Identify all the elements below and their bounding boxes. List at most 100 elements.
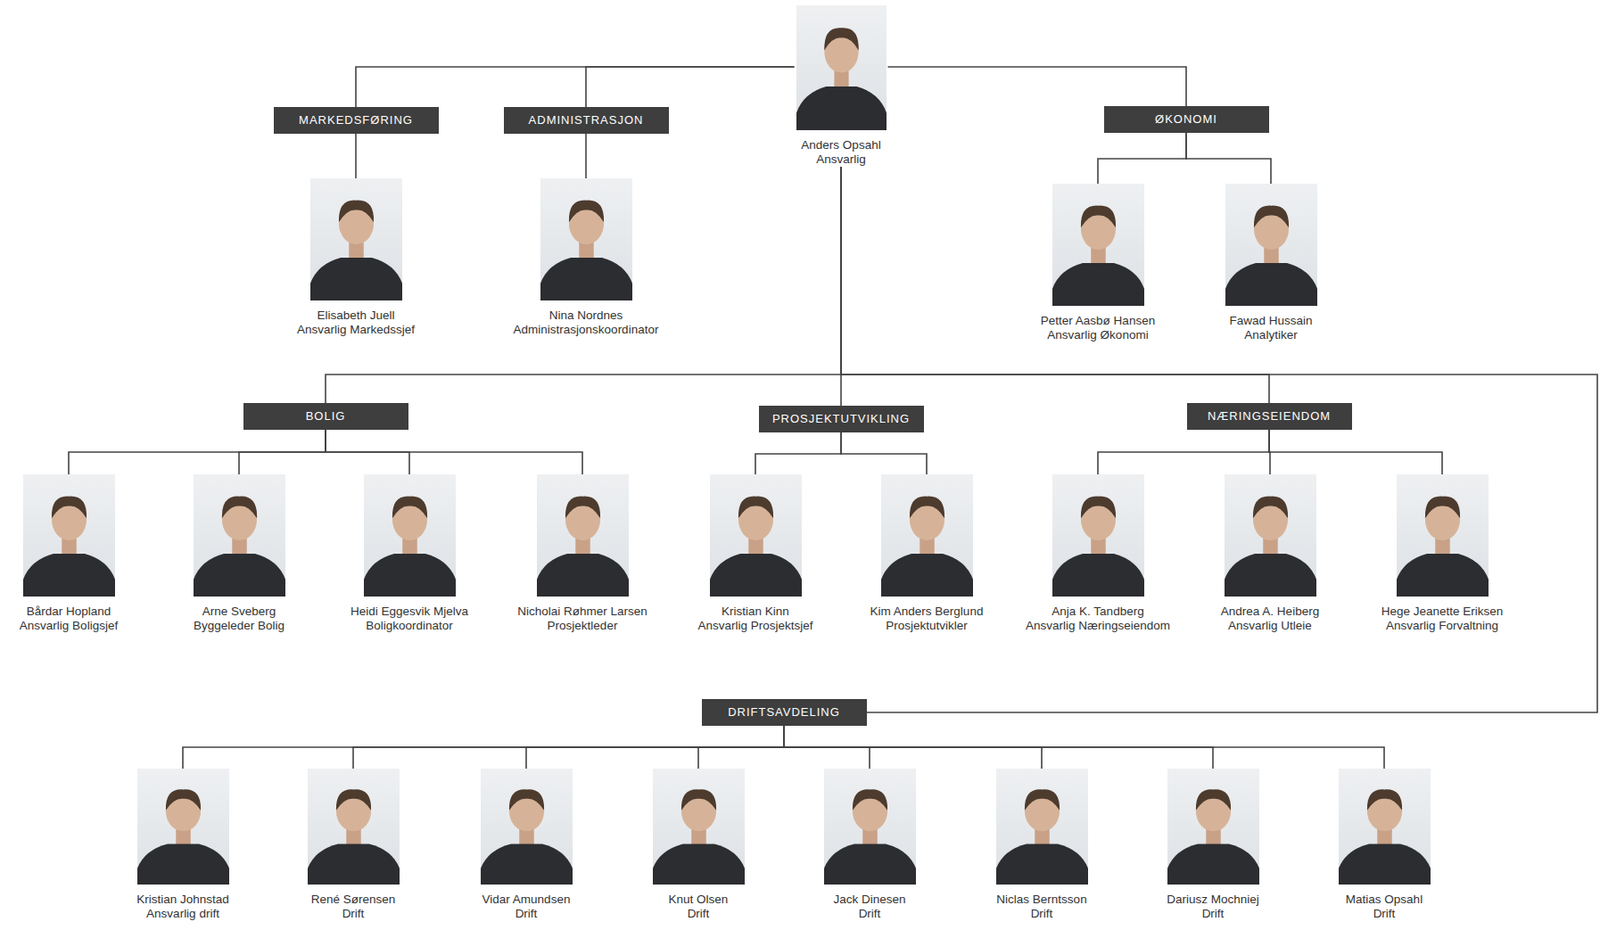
department-name: BOLIG [243, 403, 409, 430]
department-band: DRIFTSAVDELING [701, 699, 867, 726]
org-connector [841, 432, 927, 475]
employee-title: Ansvarlig Næringseiendom [1025, 618, 1171, 634]
employee-card: Kim Anders BerglundProsjektutvikler [868, 474, 986, 634]
portrait-ground [796, 5, 887, 131]
department-name: DRIFTSAVDELING [701, 699, 867, 726]
org-connector [585, 133, 587, 179]
portrait-hair [680, 789, 716, 810]
portrait-hair [335, 789, 371, 810]
employee-title: Drift [515, 907, 538, 922]
portrait-photo [1052, 474, 1145, 597]
portrait-hair [1253, 206, 1288, 229]
portrait-body [363, 553, 456, 597]
portrait-photo [310, 178, 403, 301]
portrait-photo [1052, 183, 1145, 306]
org-connector [1186, 132, 1271, 184]
portrait-photo [1167, 768, 1260, 885]
org-connector [783, 725, 1385, 769]
employee-title: Drift [687, 907, 710, 922]
employee-name: Heidi Eggesvik Mjelva [350, 604, 469, 619]
portrait-ground [1396, 474, 1489, 597]
org-connector [353, 725, 784, 769]
portrait-hair [908, 496, 944, 520]
employee-name: Jack Dinesen [832, 892, 906, 908]
org-connector [354, 133, 357, 179]
portrait-ground [709, 474, 802, 597]
portrait-ground [1052, 183, 1145, 306]
org-connector [841, 166, 1598, 713]
employee-card: Hege Jeanette EriksenAnsvarlig Forvaltni… [1379, 474, 1506, 634]
portrait-photo [193, 474, 286, 597]
org-connector [325, 166, 842, 404]
employee-name: Hege Jeanette Eriksen [1381, 604, 1504, 619]
employee-card: Nicholai Røhmer LarsenProsjektleder [515, 474, 650, 634]
employee-name: Nicholai Røhmer Larsen [517, 604, 648, 619]
portrait-body [996, 844, 1089, 886]
employee-card: Bårdar HoplandAnsvarlig Boligsjef [17, 474, 121, 634]
portrait-hair [1366, 789, 1402, 810]
employee-card: Arne SvebergByggeleder Bolig [191, 474, 288, 634]
portrait-photo [996, 768, 1089, 885]
employee-card: Kristian KinnAnsvarlig Prosjektsjef [695, 474, 816, 634]
employee-title: Byggeleder Bolig [193, 618, 285, 634]
portrait-hair [737, 496, 773, 520]
employee-name: Knut Olsen [668, 892, 729, 908]
department-name: ØKONOMI [1104, 106, 1270, 133]
portrait-hair [1080, 206, 1115, 229]
portrait-photo [881, 474, 974, 597]
department-band: PROSJEKTUTVIKLING [758, 405, 924, 433]
employee-title: Ansvarlig Utleie [1228, 618, 1312, 634]
employee-card: Nina NordnesAdministrasjonskoordinator [511, 178, 661, 338]
org-connector [239, 429, 326, 475]
portrait-hair [1252, 496, 1287, 520]
portrait-photo [824, 768, 916, 885]
portrait-body [652, 844, 745, 886]
department-band: ØKONOMI [1104, 106, 1270, 133]
portrait-ground [1167, 768, 1260, 885]
employee-card: René SørensenDrift [305, 768, 402, 922]
employee-title: Ansvarlig [816, 152, 866, 167]
portrait-photo [709, 474, 802, 597]
portrait-body [193, 553, 286, 597]
portrait-hair [1195, 789, 1230, 810]
employee-title: Ansvarlig Prosjektsjef [697, 618, 813, 634]
portrait-body [1225, 263, 1318, 306]
portrait-body [796, 86, 887, 131]
portrait-hair [1080, 496, 1115, 520]
portrait-body [536, 553, 629, 597]
org-connector [585, 66, 795, 108]
department-name: NÆRINGSEIENDOM [1187, 403, 1353, 430]
employee-title: Drift [1373, 907, 1396, 922]
portrait-ground [1224, 474, 1317, 597]
portrait-body [1396, 553, 1489, 597]
portrait-ground [23, 474, 116, 597]
portrait-hair [851, 789, 887, 810]
department-band: MARKEDSFØRING [273, 107, 439, 134]
portrait-hair [164, 789, 200, 810]
portrait-ground [137, 768, 230, 885]
portrait-photo [480, 768, 573, 885]
portrait-ground [480, 768, 573, 885]
employee-card: Elisabeth JuellAnsvarlig Markedssjef [295, 178, 418, 338]
employee-title: Prosjektutvikler [885, 618, 968, 634]
portrait-ground [996, 768, 1089, 885]
portrait-body [1338, 844, 1431, 886]
employee-name: Anders Opsahl [800, 138, 881, 153]
portrait-ground [1338, 768, 1431, 885]
employee-name: Petter Aasbø Hansen [1040, 313, 1155, 329]
employee-card: Jack DinesenDrift [822, 768, 918, 922]
portrait-body [310, 257, 403, 301]
employee-name: Elisabeth Juell [316, 308, 395, 323]
portrait-photo [1396, 474, 1489, 597]
employee-name: Vidar Amundsen [482, 892, 571, 908]
employee-card: Anders OpsahlAnsvarlig [794, 5, 889, 167]
org-connector [755, 432, 842, 475]
employee-card: Knut OlsenDrift [651, 768, 747, 922]
portrait-ground [881, 474, 974, 597]
portrait-ground [1052, 474, 1145, 597]
employee-title: Analytiker [1244, 328, 1297, 343]
org-connector [1097, 132, 1187, 184]
portrait-photo [363, 474, 456, 597]
employee-title: Boligkoordinator [365, 618, 454, 634]
portrait-ground [363, 474, 456, 597]
